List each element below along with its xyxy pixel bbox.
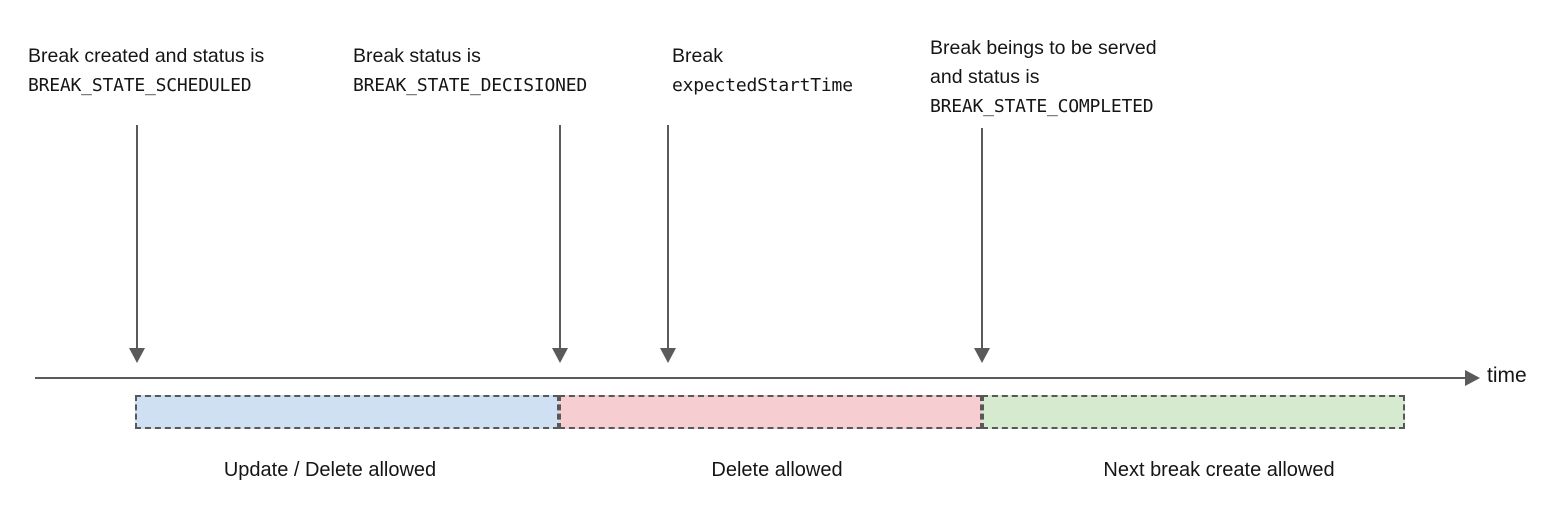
time-axis-line xyxy=(35,377,1466,379)
event-label-expected-start-time: Break expectedStartTime xyxy=(672,42,853,100)
time-axis-label: time xyxy=(1487,364,1527,387)
event-arrow-head-expected-start-time xyxy=(660,348,676,363)
event-label-line: and status is xyxy=(930,66,1040,88)
event-arrow-line-scheduled xyxy=(136,125,138,350)
event-arrow-head-completed xyxy=(974,348,990,363)
event-label-line: Break created and status is xyxy=(28,45,265,67)
event-label-decisioned: Break status is BREAK_STATE_DECISIONED xyxy=(353,42,587,100)
event-arrow-line-completed xyxy=(981,128,983,350)
event-label-line: Break beings to be served xyxy=(930,37,1157,59)
event-label-line: BREAK_STATE_SCHEDULED xyxy=(28,75,252,96)
event-arrow-head-decisioned xyxy=(552,348,568,363)
event-label-completed: Break beings to be served and status is BR… xyxy=(930,34,1157,121)
event-arrow-line-decisioned xyxy=(559,125,561,350)
event-label-line: BREAK_STATE_DECISIONED xyxy=(353,75,588,96)
event-label-scheduled: Break created and status is BREAK_STATE_S… xyxy=(28,42,264,100)
event-label-line: BREAK_STATE_COMPLETED xyxy=(930,96,1154,117)
event-arrow-line-expected-start-time xyxy=(667,125,669,350)
phase-caption-update-delete: Update / Delete allowed xyxy=(223,459,437,481)
phase-band-next-break-create xyxy=(982,395,1405,429)
event-label-line: Break xyxy=(672,45,723,67)
time-axis-arrow-icon xyxy=(1465,370,1480,386)
phase-band-update-delete xyxy=(135,395,559,429)
phase-caption-delete-only: Delete allowed xyxy=(711,459,843,481)
phase-caption-next-break-create: Next break create allowed xyxy=(1103,459,1335,481)
event-label-line: Break status is xyxy=(353,45,481,67)
event-arrow-head-scheduled xyxy=(129,348,145,363)
event-label-line: expectedStartTime xyxy=(672,75,853,96)
phase-band-delete-only xyxy=(559,395,982,429)
